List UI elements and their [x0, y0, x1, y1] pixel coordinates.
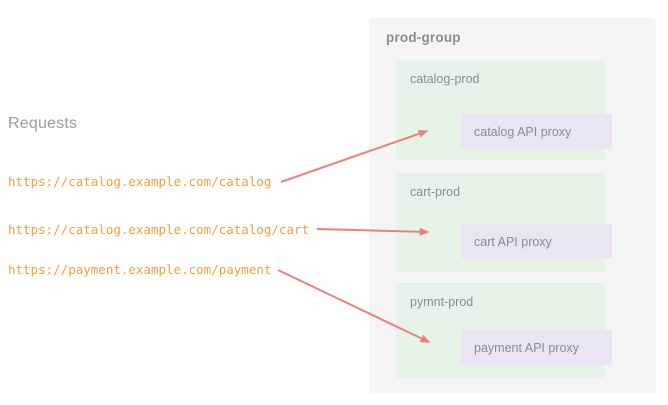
- api-proxy-label-cart: cart API proxy: [474, 234, 552, 249]
- environment-title-catalog-prod: catalog-prod: [410, 72, 480, 86]
- environment-title-pymnt-prod: pymnt-prod: [410, 295, 474, 309]
- environment-box-catalog-prod: catalog-prod catalog API proxy: [396, 60, 612, 160]
- environment-box-pymnt-prod: pymnt-prod payment API proxy: [396, 283, 612, 378]
- requests-heading: Requests: [8, 115, 78, 132]
- api-proxy-box-payment[interactable]: payment API proxy: [461, 330, 612, 365]
- api-proxy-label-catalog: catalog API proxy: [474, 124, 572, 139]
- environment-box-cart-prod: cart-prod cart API proxy: [396, 173, 612, 272]
- api-proxy-box-catalog[interactable]: catalog API proxy: [461, 114, 612, 149]
- request-url-catalog-cart: https://catalog.example.com/catalog/cart: [8, 222, 310, 237]
- prod-group-panel: prod-group catalog-prod catalog API prox…: [369, 18, 656, 393]
- environment-title-cart-prod: cart-prod: [410, 185, 461, 199]
- request-url-catalog: https://catalog.example.com/catalog: [8, 174, 272, 189]
- api-proxy-box-cart[interactable]: cart API proxy: [461, 224, 612, 259]
- prod-group-title: prod-group: [386, 30, 461, 45]
- request-url-payment: https://payment.example.com/payment: [8, 262, 272, 277]
- api-proxy-label-payment: payment API proxy: [474, 340, 579, 355]
